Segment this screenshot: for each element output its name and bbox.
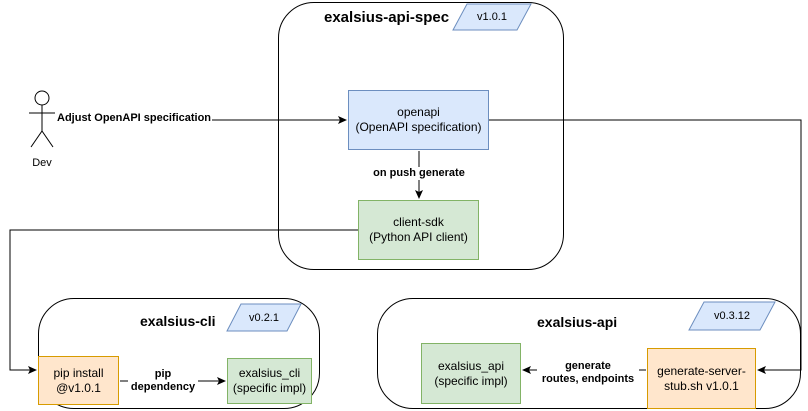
version-badge-api: v0.3.12 xyxy=(688,301,776,331)
node-title: pip install xyxy=(53,365,104,380)
edge-label-line: routes, endpoints xyxy=(541,373,635,385)
dev-actor-icon xyxy=(29,90,55,148)
exalsius-cli-node: exalsius_cli (specific impl) xyxy=(227,358,312,404)
edge-label-pip-dependency: pip dependency xyxy=(128,368,198,394)
edge-label-line: dependency xyxy=(130,381,196,393)
node-title: client-sdk xyxy=(393,215,444,229)
version-badge-cli: v0.2.1 xyxy=(226,303,302,332)
version-badge-shape xyxy=(688,301,776,331)
group-title-exalsius-api: exalsius-api xyxy=(537,314,618,330)
edge-label-adjust-openapi: Adjust OpenAPI specification xyxy=(56,112,213,125)
version-badge-label: v1.0.1 xyxy=(477,11,507,23)
edge-label-line: generate xyxy=(565,360,611,372)
version-badge-api-spec: v1.0.1 xyxy=(452,3,532,31)
node-title: generate-server- xyxy=(657,363,746,378)
generate-stub-node: generate-server- stub.sh v1.0.1 xyxy=(647,348,756,409)
node-title: exalsius_cli xyxy=(238,366,301,380)
node-subtitle: (specific impl) xyxy=(434,373,508,388)
edge-label-on-push-generate: on push generate xyxy=(370,167,468,180)
edge-client-sdk-to-pip-install xyxy=(9,229,358,374)
version-badge-shape xyxy=(452,3,532,31)
edge-label-line: pip xyxy=(154,368,172,380)
node-subtitle: (specific impl) xyxy=(232,381,307,395)
version-badge-label: v0.2.1 xyxy=(249,311,279,324)
edge-openapi-to-generate-stub xyxy=(489,119,802,374)
node-subtitle: @v1.0.1 xyxy=(56,380,101,395)
edge-label-generate-routes: generate routes, endpoints xyxy=(537,360,639,386)
node-subtitle: (OpenAPI specification) xyxy=(355,120,482,134)
client-sdk-node: client-sdk (Python API client) xyxy=(358,200,479,260)
pip-install-node: pip install @v1.0.1 xyxy=(38,356,119,405)
group-title-exalsius-cli: exalsius-cli xyxy=(140,313,216,329)
node-subtitle: stub.sh v1.0.1 xyxy=(664,378,739,393)
node-title: openapi xyxy=(397,105,440,119)
version-badge-shape xyxy=(226,303,302,332)
openapi-node: openapi (OpenAPI specification) xyxy=(348,90,489,150)
node-subtitle: (Python API client) xyxy=(369,230,468,244)
version-badge-label: v0.3.12 xyxy=(713,310,751,322)
node-title: exalsius_api xyxy=(437,358,505,373)
group-title-exalsius-api-spec: exalsius-api-spec xyxy=(324,9,450,26)
dev-actor-label: Dev xyxy=(32,157,52,169)
exalsius-api-node: exalsius_api (specific impl) xyxy=(421,343,521,404)
